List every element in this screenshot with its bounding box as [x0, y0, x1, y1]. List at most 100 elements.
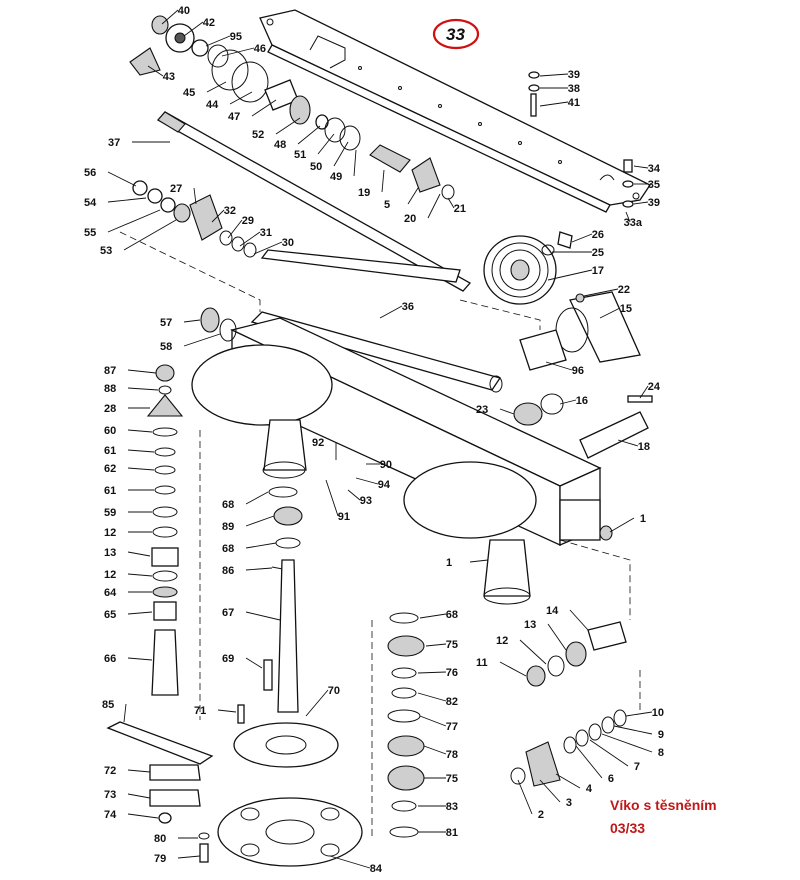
part-label-84: 84 — [370, 863, 383, 875]
part-label-26: 26 — [592, 229, 604, 241]
leader-line — [353, 149, 357, 177]
part-label-17: 17 — [592, 265, 604, 277]
part-label-7: 7 — [634, 761, 640, 773]
part-number-labels: 4042954643454447524851504919520213756545… — [84, 5, 664, 875]
part-label-15: 15 — [620, 303, 632, 315]
leader-line — [417, 671, 447, 674]
leader-line — [177, 855, 201, 859]
part-label-56: 56 — [84, 167, 96, 179]
leader-line — [127, 449, 155, 453]
leader-line — [325, 479, 339, 517]
part-label-69: 69 — [222, 653, 234, 665]
leader-line — [253, 241, 283, 255]
part-label-12: 12 — [496, 635, 508, 647]
part-label-39: 39 — [648, 197, 660, 209]
leader-line — [599, 307, 621, 319]
part-label-83: 83 — [446, 801, 458, 813]
part-label-4: 4 — [586, 783, 593, 795]
leader-line — [147, 65, 164, 77]
cover-plate-33 — [259, 9, 651, 213]
seal-57-58 — [200, 307, 237, 342]
part-label-14: 14 — [546, 605, 559, 617]
leader-line — [127, 369, 157, 374]
part-label-49: 49 — [330, 171, 342, 183]
caption: Víko s těsněním 03/33 — [610, 797, 717, 836]
leader-line — [245, 657, 263, 669]
leader-line — [545, 361, 573, 371]
leader-line — [245, 491, 269, 505]
part-label-75: 75 — [446, 639, 458, 651]
part-label-9: 9 — [658, 729, 664, 741]
part-label-57: 57 — [160, 317, 172, 329]
caption-line-2: 03/33 — [610, 820, 645, 836]
part-label-67: 67 — [222, 607, 234, 619]
part-label-6: 6 — [608, 773, 614, 785]
part-label-91: 91 — [338, 511, 350, 523]
part-label-28: 28 — [104, 403, 116, 415]
part-label-43: 43 — [163, 71, 175, 83]
leader-line — [419, 613, 447, 619]
highlight-callout-33: 33 — [432, 18, 480, 50]
part-label-70: 70 — [328, 685, 340, 697]
part-label-92: 92 — [312, 437, 324, 449]
leader-line — [613, 725, 653, 735]
part-label-38: 38 — [568, 83, 580, 95]
tube-36 — [250, 311, 503, 393]
leader-line — [161, 9, 179, 25]
leader-line — [589, 739, 629, 767]
leader-line — [245, 611, 281, 621]
part-label-11: 11 — [476, 657, 488, 669]
leader-line — [127, 551, 151, 557]
leader-line — [245, 542, 277, 549]
part-label-95: 95 — [230, 31, 242, 43]
leader-line — [217, 709, 237, 713]
leader-line — [127, 813, 159, 819]
leader-line — [245, 567, 273, 571]
part-label-51: 51 — [294, 149, 306, 161]
part-label-27: 27 — [170, 183, 182, 195]
input-shaft-18 — [579, 395, 653, 459]
leader-line — [275, 117, 301, 135]
leader-line — [127, 467, 155, 471]
part-label-82: 82 — [446, 696, 458, 708]
part-label-68: 68 — [222, 499, 234, 511]
part-label-85: 85 — [102, 699, 114, 711]
leader-line — [317, 133, 335, 155]
leader-line — [547, 269, 593, 281]
part-label-1: 1 — [446, 557, 452, 569]
leader-line — [519, 639, 547, 665]
leader-line — [355, 477, 379, 485]
right-lower-gear-set — [510, 621, 627, 787]
part-label-39: 39 — [568, 69, 580, 81]
main-gearbox-frame — [191, 317, 613, 605]
leader-line — [107, 171, 137, 187]
leader-line — [381, 169, 385, 193]
leader-line — [107, 209, 161, 233]
leader-line — [539, 73, 569, 77]
leader-line — [559, 399, 577, 405]
part-label-47: 47 — [228, 111, 240, 123]
leader-line — [417, 692, 447, 702]
part-label-46: 46 — [254, 43, 266, 55]
part-label-21: 21 — [454, 203, 466, 215]
part-label-88: 88 — [104, 383, 116, 395]
part-label-75: 75 — [446, 773, 458, 785]
part-label-5: 5 — [384, 199, 390, 211]
part-label-10: 10 — [652, 707, 664, 719]
part-label-40: 40 — [178, 5, 190, 17]
splined-shaft-30 — [260, 249, 461, 283]
part-label-79: 79 — [154, 853, 166, 865]
part-label-12: 12 — [104, 569, 116, 581]
leader-line — [425, 643, 447, 647]
leader-line — [517, 779, 533, 815]
leader-line — [239, 231, 261, 247]
part-label-86: 86 — [222, 565, 234, 577]
leader-line — [419, 715, 447, 727]
part-label-18: 18 — [638, 441, 650, 453]
leader-line — [499, 408, 515, 415]
part-label-31: 31 — [260, 227, 272, 239]
part-label-64: 64 — [104, 587, 117, 599]
part-label-66: 66 — [104, 653, 116, 665]
leader-line — [601, 733, 653, 753]
